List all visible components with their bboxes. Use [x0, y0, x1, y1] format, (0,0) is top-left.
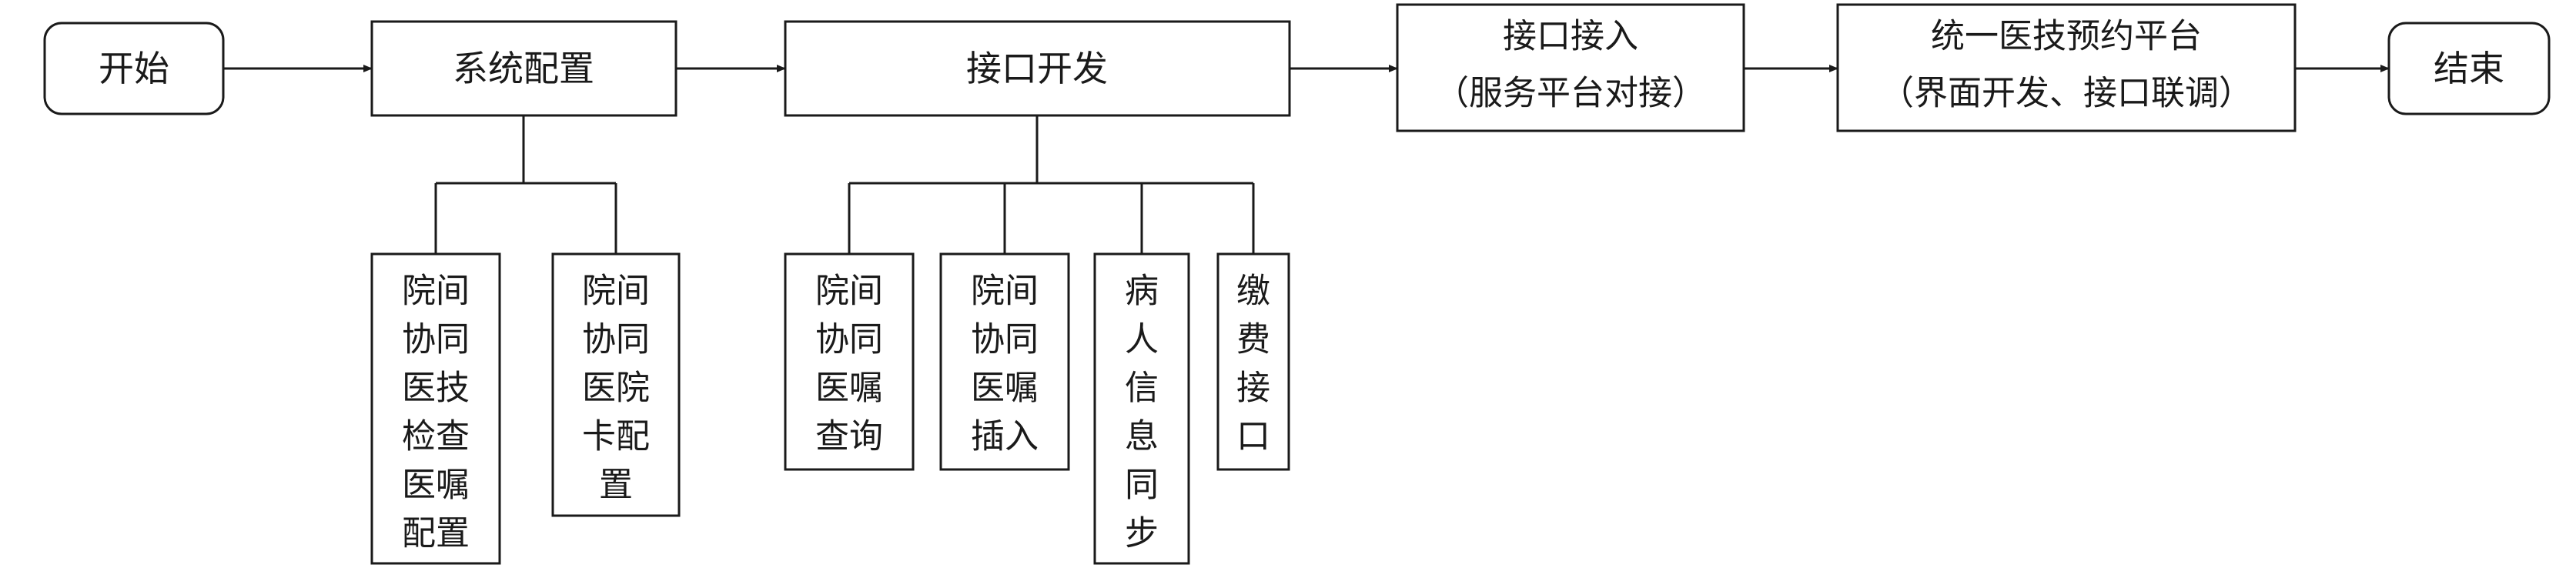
config-child-hospital-card-line: 协同 [582, 320, 650, 359]
dev-child-patient-sync: 病 人 信 息 同 步 [1093, 252, 1190, 565]
dev-child-patient-sync-line: 信 [1125, 369, 1159, 408]
config-child-hospital-card-line: 置 [599, 466, 633, 505]
end-label: 结束 [2434, 48, 2504, 89]
config-child-hospital-card-line: 院间 [582, 272, 650, 311]
system-config-node: 系统配置 [370, 20, 677, 117]
dev-child-order-query-line: 医嘱 [815, 369, 883, 408]
config-child-exam-order-line: 医嘱 [402, 466, 470, 505]
dev-child-patient-sync-line: 病 [1125, 272, 1159, 311]
start-node: 开始 [43, 22, 225, 115]
config-child-exam-order-line: 医技 [402, 369, 470, 408]
dev-child-payment-line: 接 [1236, 369, 1270, 408]
dev-child-payment-line: 口 [1236, 417, 1270, 456]
interface-access-node: 接口接入 （服务平台对接） [1396, 3, 1745, 132]
dev-child-payment-line: 费 [1236, 320, 1270, 359]
config-child-hospital-card-line: 医院 [582, 369, 650, 408]
config-child-exam-order-line: 协同 [402, 320, 470, 359]
config-child-exam-order-line: 配置 [402, 514, 470, 553]
dev-child-payment-line: 缴 [1236, 272, 1270, 311]
system-config-label: 系统配置 [453, 48, 594, 89]
interface-dev-label: 接口开发 [966, 48, 1108, 89]
config-child-exam-order-line: 院间 [402, 272, 470, 311]
dev-child-patient-sync-line: 步 [1125, 514, 1159, 553]
dev-child-order-query-line: 院间 [815, 272, 883, 311]
interface-access-label-line2: （服务平台对接） [1435, 74, 1706, 113]
dev-child-patient-sync-line: 人 [1125, 320, 1159, 359]
interface-access-label-line1: 接口接入 [1503, 17, 1638, 56]
dev-child-order-insert-line: 协同 [971, 320, 1039, 359]
end-node: 结束 [2387, 22, 2551, 115]
dev-child-order-insert-line: 院间 [971, 272, 1039, 311]
system-config-connector [434, 115, 617, 254]
platform-node: 统一医技预约平台 （界面开发、接口联调） [1836, 3, 2297, 132]
platform-label-line2: （界面开发、接口联调） [1880, 74, 2253, 113]
platform-label-line1: 统一医技预约平台 [1931, 17, 2202, 56]
start-label: 开始 [99, 48, 169, 89]
dev-child-order-insert: 院间 协同 医嘱 插入 [939, 252, 1070, 471]
dev-child-order-insert-line: 医嘱 [971, 369, 1039, 408]
dev-child-order-query-line: 协同 [815, 320, 883, 359]
interface-dev-connector [848, 115, 1255, 254]
dev-child-patient-sync-line: 同 [1125, 466, 1159, 505]
dev-child-patient-sync-line: 息 [1125, 417, 1159, 456]
dev-child-order-query-line: 查询 [815, 417, 883, 456]
config-child-hospital-card: 院间 协同 医院 卡配 置 [551, 252, 681, 517]
dev-child-order-insert-line: 插入 [971, 417, 1039, 456]
dev-child-payment: 缴 费 接 口 [1216, 252, 1290, 471]
config-child-exam-order-line: 检查 [402, 417, 470, 456]
interface-dev-node: 接口开发 [784, 20, 1291, 117]
config-child-hospital-card-line: 卡配 [582, 417, 650, 456]
dev-child-order-query: 院间 协同 医嘱 查询 [784, 252, 915, 471]
config-child-exam-order: 院间 协同 医技 检查 医嘱 配置 [370, 252, 501, 565]
